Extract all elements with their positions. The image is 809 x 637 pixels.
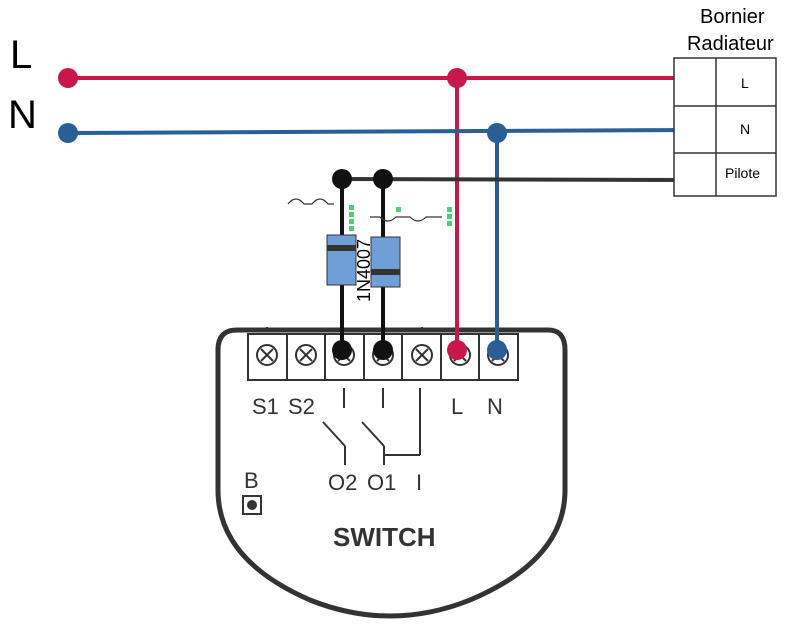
- label-o2: O2: [328, 470, 357, 495]
- half-wave-signal-2: [370, 216, 442, 222]
- half-wave-signal-1-marker: [349, 205, 354, 231]
- terminal-block-title-line2: Radiateur: [687, 33, 774, 55]
- live-junction-dot: [447, 68, 467, 88]
- line-n-label: N: [8, 93, 37, 137]
- label-b: B: [244, 468, 259, 493]
- pilot-terminal-dot-o2: [332, 340, 352, 360]
- live-wire: [58, 68, 700, 360]
- label-s2: S2: [288, 394, 315, 419]
- pilot-terminal-dot-o1: [373, 340, 393, 360]
- diode-1: [326, 234, 357, 286]
- label-o1: O1: [367, 470, 396, 495]
- label-l: L: [451, 394, 463, 419]
- label-s1: S1: [252, 394, 279, 419]
- live-terminal-dot: [447, 340, 467, 360]
- terminal-block-row-pilote: Pilote: [725, 165, 760, 181]
- diode-2: [370, 236, 401, 288]
- half-wave-signal-2-marker: [396, 207, 452, 226]
- screw-terminal-s2: [295, 344, 317, 366]
- line-l-label: L: [10, 33, 32, 77]
- neutral-input-dot: [58, 123, 78, 143]
- half-wave-signal-1: [287, 198, 334, 205]
- terminal-block: [673, 57, 777, 197]
- b-button: [242, 495, 262, 515]
- screw-terminal-s1: [256, 344, 278, 366]
- screw-terminal-i: [411, 344, 433, 366]
- label-n: N: [487, 394, 503, 419]
- switch-module-body: [215, 327, 568, 619]
- neutral-terminal-dot: [487, 340, 507, 360]
- module-title: SWITCH: [333, 522, 436, 552]
- terminal-block-row-l: L: [741, 75, 749, 91]
- terminal-block-title-line1: Bornier: [700, 6, 765, 28]
- label-i: I: [416, 470, 422, 495]
- pilot-junction-dot-1: [332, 169, 352, 189]
- terminal-block-row-n: N: [740, 121, 750, 137]
- diode-part-label: 1N4007: [354, 239, 374, 302]
- pilot-junction-dot-2: [373, 169, 393, 189]
- neutral-junction-dot: [487, 123, 507, 143]
- relay-contacts: [322, 388, 421, 465]
- live-input-dot: [58, 68, 78, 88]
